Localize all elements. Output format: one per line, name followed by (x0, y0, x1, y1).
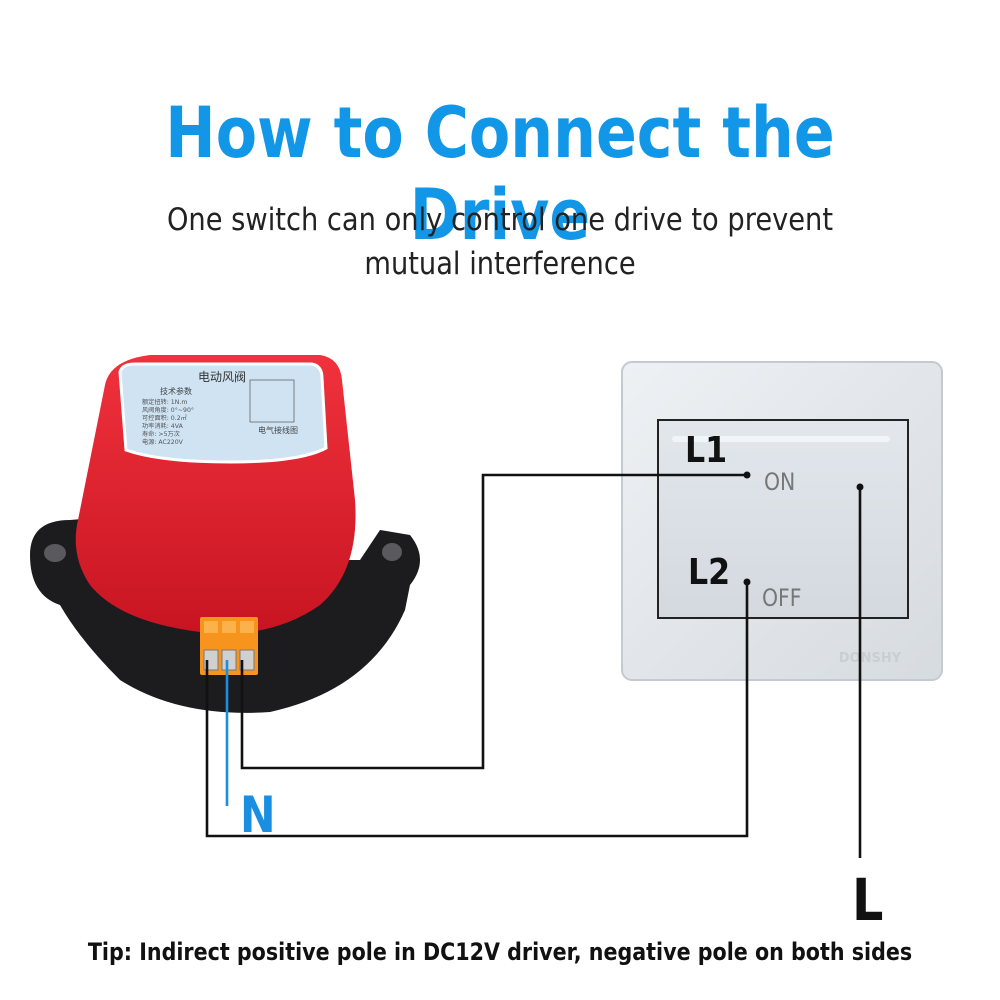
subtitle-line-2: mutual interference (364, 246, 636, 282)
switch-brand-mark: DONSHY (839, 651, 902, 666)
drive-label-title: 电动风阀 (198, 370, 246, 384)
terminal-block (200, 617, 258, 675)
drive-label-line: 电源: AC220V (142, 438, 184, 446)
drive-actuator: 电动风阀 技术参数 额定扭转: 1N.m 风阀角度: 0°~90° 可控面积: … (30, 355, 420, 713)
drive-label-line: 寿命: >5万次 (142, 430, 180, 438)
terminal-l1-label: L1 (685, 429, 727, 470)
subtitle-line-1: One switch can only control one drive to… (166, 202, 834, 238)
drive-label-wiring-caption: 电气接线图 (258, 425, 298, 435)
switch-off-label: OFF (762, 584, 802, 612)
switch-on-label: ON (764, 468, 795, 496)
wire-to-l2 (205, 582, 749, 838)
drive-label-line: 功率消耗: 4VA (142, 422, 184, 430)
wall-switch: DONSHY L1 L2 ON OFF (621, 361, 943, 681)
drive-label-line: 可控面积: 0.2㎡ (142, 414, 188, 422)
drive-label-heading: 技术参数 (160, 386, 192, 396)
terminal-l2-label: L2 (688, 551, 730, 592)
drive-label-line: 风阀角度: 0°~90° (142, 406, 194, 414)
mount-hole-right (382, 543, 402, 561)
mount-hole-left (44, 544, 66, 562)
wire-to-l1 (240, 473, 747, 770)
wires (205, 473, 862, 858)
neutral-wire-label: N (240, 786, 276, 844)
page-subtitle: One switch can only control one drive to… (60, 198, 940, 286)
drive-label-wiring-box (249, 379, 295, 423)
switch-rocker-highlight (672, 436, 890, 442)
tip-note: Tip: Indirect positive pole in DC12V dri… (87, 938, 913, 966)
switch-rocker (657, 419, 909, 619)
page-title: How to Connect the Drive (165, 92, 835, 256)
drive-label-line: 额定扭转: 1N.m (142, 398, 187, 406)
drive-label (118, 362, 328, 464)
live-wire-label: L (852, 866, 883, 934)
